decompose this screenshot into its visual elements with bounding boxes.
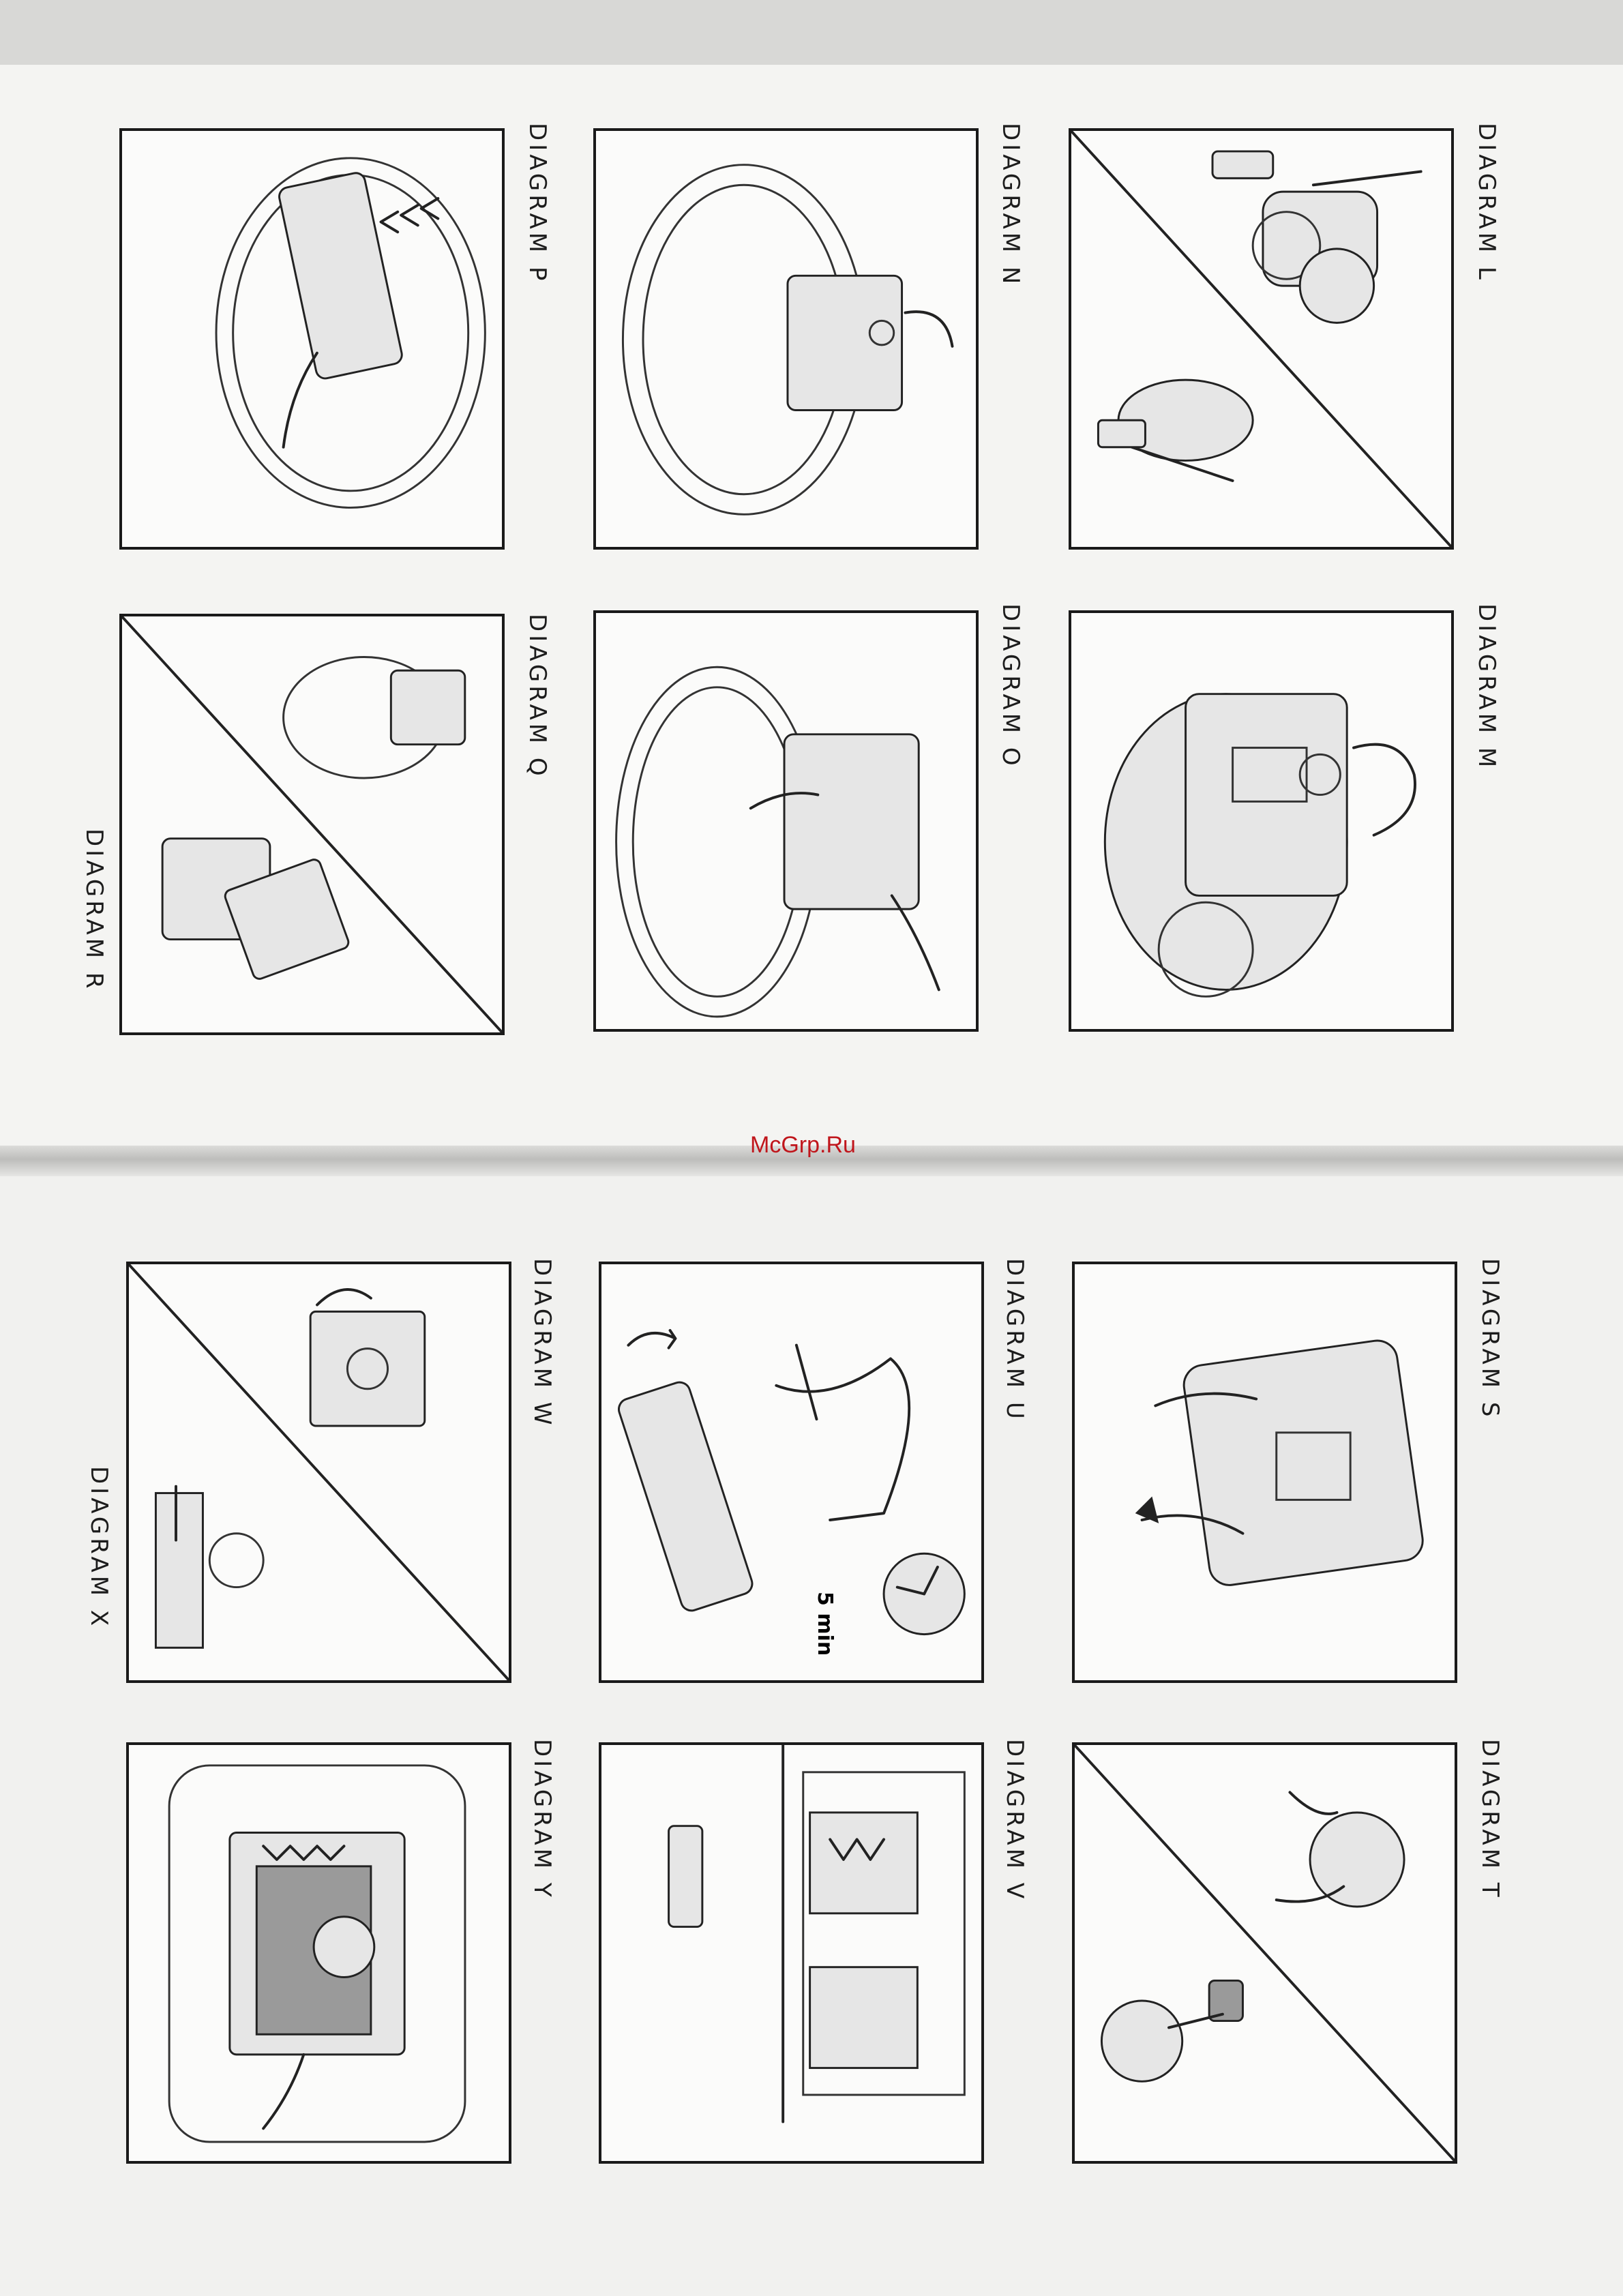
diagram-v-illustration [599, 1742, 984, 2164]
diagram-m-illustration [1069, 610, 1454, 1032]
diagram-o-illustration [593, 610, 979, 1032]
diagram-u-illustration: 5 min [599, 1262, 984, 1683]
diagram-t-illustration [1072, 1742, 1457, 2164]
diagram-q-label: DIAGRAM Q [524, 614, 551, 779]
diagram-s-label: DIAGRAM S [1476, 1258, 1504, 1420]
timer-label: 5 min [813, 1592, 837, 1656]
diagram-p-label: DIAGRAM P [524, 123, 551, 284]
diagram-n-label: DIAGRAM N [997, 123, 1024, 287]
diagram-n-illustration [593, 128, 979, 550]
diagram-q-illustration [119, 614, 505, 1035]
diagram-m-label: DIAGRAM M [1473, 603, 1500, 771]
diagram-s-illustration [1072, 1262, 1457, 1683]
diagram-o-label: DIAGRAM O [997, 603, 1024, 769]
watermark: McGrp.Ru [750, 1132, 856, 1159]
diagram-w-illustration [126, 1262, 511, 1683]
diagram-y-illustration [126, 1742, 511, 2164]
diagram-p-illustration [119, 128, 505, 550]
diagram-y-label: DIAGRAM Y [528, 1739, 556, 1900]
diagram-r-label: DIAGRAM R [80, 829, 108, 992]
diagram-v-label: DIAGRAM V [1001, 1739, 1028, 1902]
diagram-l-label: DIAGRAM L [1473, 123, 1500, 283]
diagram-w-label: DIAGRAM W [528, 1258, 556, 1428]
diagram-t-label: DIAGRAM T [1476, 1739, 1504, 1900]
diagram-u-label: DIAGRAM U [1001, 1258, 1028, 1422]
diagram-l-illustration [1069, 128, 1454, 550]
diagram-x-label: DIAGRAM X [85, 1466, 113, 1629]
